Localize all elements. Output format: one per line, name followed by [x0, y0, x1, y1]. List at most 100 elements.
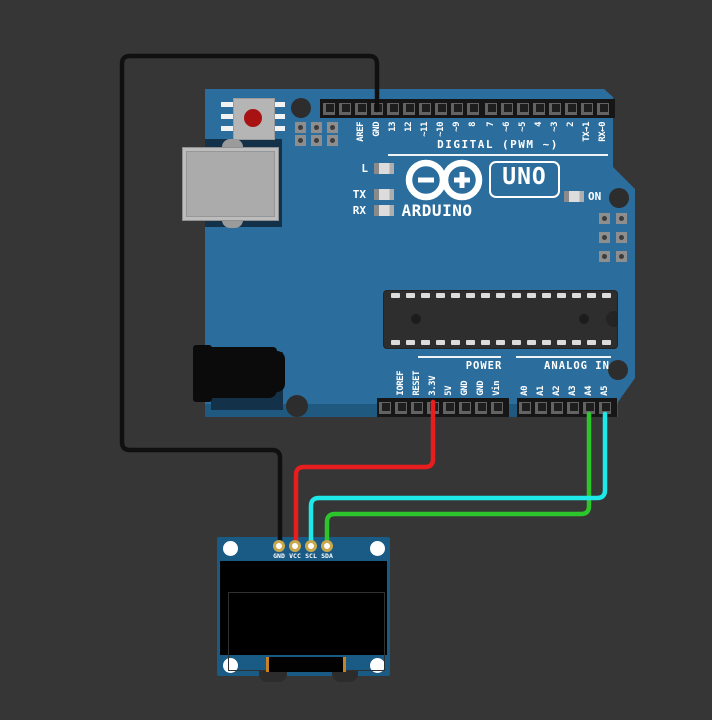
mounting-hole [286, 395, 308, 417]
serial-pad [311, 122, 322, 133]
pin-socket[interactable] [443, 401, 455, 414]
ic-pin [451, 293, 461, 298]
pin-socket[interactable] [459, 401, 471, 414]
pin-label-3: ~3 [549, 122, 560, 132]
pin-socket[interactable] [467, 102, 479, 115]
pin-socket[interactable] [411, 401, 423, 414]
oled-flex-tab [259, 671, 287, 682]
wire-scl-a5[interactable] [308, 411, 608, 549]
pin-socket[interactable] [371, 102, 383, 115]
power-header[interactable] [377, 398, 509, 417]
icsp-pad [616, 232, 627, 243]
wire-vcc-3v3[interactable] [293, 399, 436, 549]
pin-socket[interactable] [535, 401, 547, 414]
ic-dot [411, 314, 421, 324]
pin-label-5: ~5 [517, 122, 528, 132]
power-jack-tip [269, 351, 285, 392]
analog-header[interactable] [517, 398, 617, 417]
ic-pin-row-top [391, 293, 611, 298]
pin-socket[interactable] [395, 401, 407, 414]
pin-label-ioref: IOREF [395, 371, 406, 396]
reset-button-pin [221, 102, 233, 107]
oled-pin-sda[interactable] [321, 540, 333, 552]
pin-socket[interactable] [567, 401, 579, 414]
ic-pin [571, 293, 581, 298]
pin-socket[interactable] [379, 401, 391, 414]
ic-pin [451, 340, 461, 345]
pin-socket[interactable] [355, 102, 367, 115]
led-label-tx: TX [352, 188, 366, 201]
pin-socket[interactable] [501, 102, 513, 115]
pin-socket[interactable] [451, 102, 463, 115]
pin-label-rx0: RX←0 [597, 122, 608, 142]
serial-pad [311, 135, 322, 146]
reset-button-cap[interactable] [244, 109, 262, 127]
icsp-pad [599, 251, 610, 262]
power-jack [206, 347, 277, 398]
oled-mounting-hole [222, 540, 238, 556]
ic-pin [496, 293, 506, 298]
pin-socket[interactable] [519, 401, 531, 414]
pin-socket[interactable] [565, 102, 577, 115]
ic-pin [406, 293, 416, 298]
digital-header-left[interactable] [320, 99, 488, 118]
pin-socket[interactable] [323, 102, 335, 115]
pin-label-reset: RESET [411, 371, 422, 396]
pin-socket[interactable] [583, 401, 595, 414]
pin-label-aref: AREF [355, 122, 366, 142]
ic-pin [526, 340, 536, 345]
pin-socket[interactable] [517, 102, 529, 115]
pin-label-2: 2 [565, 122, 576, 127]
pin-socket[interactable] [387, 102, 399, 115]
ic-pin [511, 340, 521, 345]
pin-socket[interactable] [581, 102, 593, 115]
pin-socket[interactable] [339, 102, 351, 115]
pin-socket[interactable] [599, 401, 611, 414]
oled-pin-label-sda: SDA [321, 552, 333, 560]
pin-label-a1: A1 [535, 386, 546, 396]
pin-socket[interactable] [485, 102, 497, 115]
icsp-pad [616, 213, 627, 224]
oled-mounting-hole [369, 657, 385, 673]
pin-socket[interactable] [551, 401, 563, 414]
pin-socket[interactable] [435, 102, 447, 115]
serial-pad [327, 122, 338, 133]
pin-socket[interactable] [491, 401, 503, 414]
reset-button-pin [221, 114, 233, 119]
pin-socket[interactable] [419, 102, 431, 115]
pin-label-7: 7 [485, 122, 496, 127]
pin-socket[interactable] [403, 102, 415, 115]
ic-dot [579, 314, 589, 324]
ic-pin [526, 293, 536, 298]
ic-pin [571, 340, 581, 345]
pin-label-3v3: 3.3V [427, 376, 438, 396]
pin-socket[interactable] [533, 102, 545, 115]
oled-pin-scl[interactable] [305, 540, 317, 552]
arduino-wordmark: ARDUINO [401, 201, 473, 220]
silkscreen-line [418, 356, 501, 358]
pin-label-a3: A3 [567, 386, 578, 396]
pin-label-13: 13 [387, 122, 398, 132]
oled-display-module[interactable]: GND VCC SCL SDA [217, 537, 390, 682]
ic-pin [601, 293, 611, 298]
ic-pin [496, 340, 506, 345]
ic-pin [466, 340, 476, 345]
ic-pin [481, 340, 491, 345]
pin-socket[interactable] [427, 401, 439, 414]
pin-socket[interactable] [549, 102, 561, 115]
led-l [374, 163, 394, 174]
oled-pin-vcc[interactable] [289, 540, 301, 552]
pin-label-5v: 5V [443, 386, 454, 396]
ic-notch [606, 311, 617, 327]
pin-socket[interactable] [597, 102, 609, 115]
pin-label-gnd1: GND [459, 381, 470, 396]
ic-pin [421, 340, 431, 345]
icsp-pad [616, 251, 627, 262]
ic-pin [391, 293, 400, 298]
digital-header-right[interactable] [483, 99, 615, 118]
oled-pin-gnd[interactable] [273, 540, 285, 552]
wire-sda-a4[interactable] [324, 411, 592, 549]
led-label-on: ON [588, 190, 602, 203]
pin-socket[interactable] [475, 401, 487, 414]
